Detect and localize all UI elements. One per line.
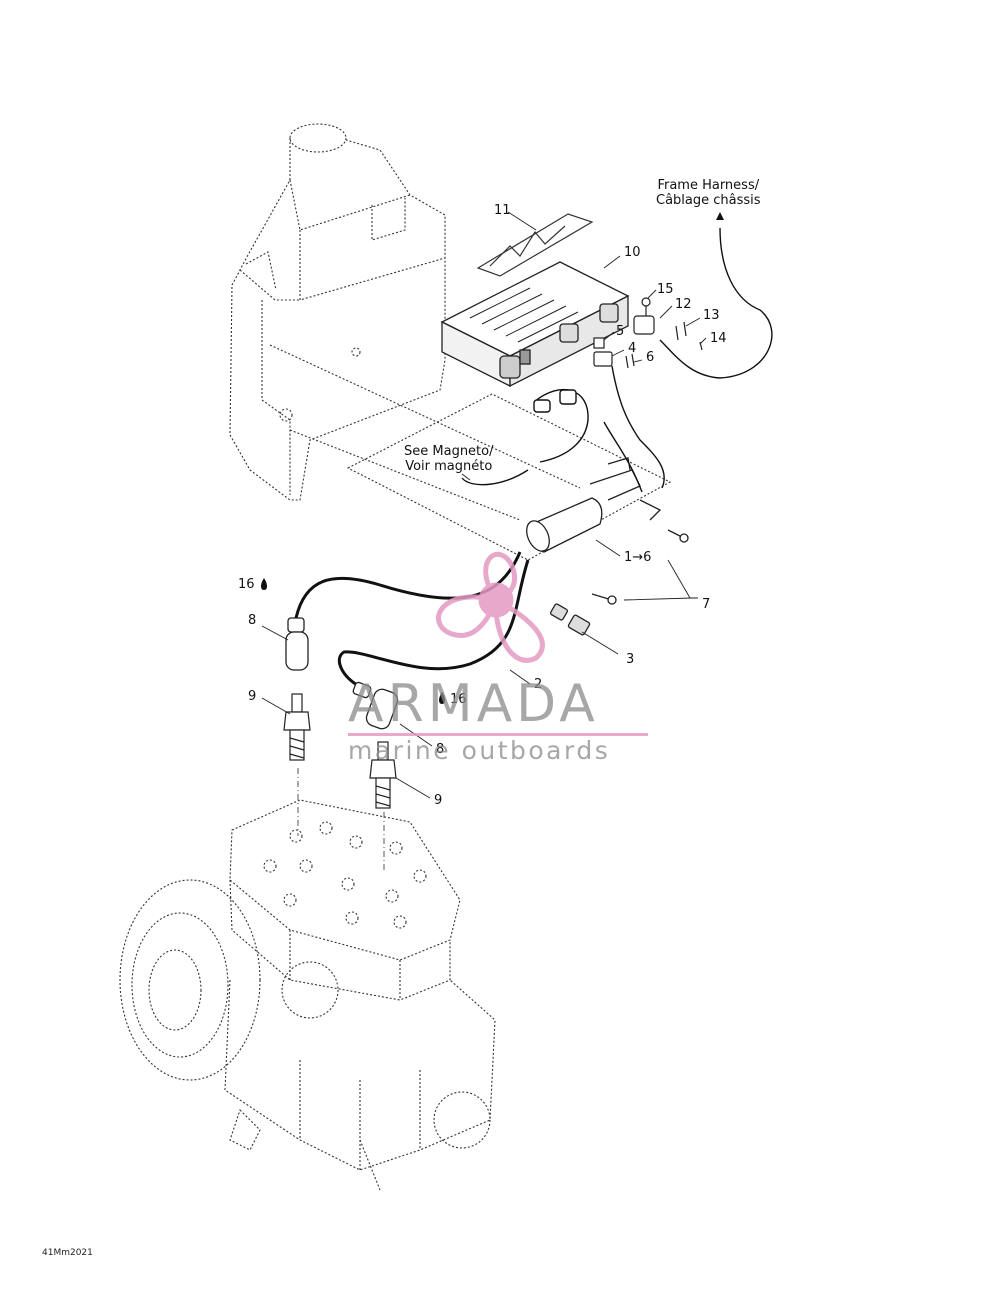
- callout-11: 11: [494, 203, 511, 218]
- oil-drop-icon: [261, 578, 445, 704]
- callout-8-lower: 8: [436, 742, 445, 757]
- frame-harness-note: Frame Harness/ Câblage châssis: [656, 178, 761, 208]
- oil-reservoir-tank: [229, 123, 446, 501]
- watermark-name: ARMADA: [348, 674, 599, 734]
- callout-13: 13: [703, 308, 720, 323]
- high-tension-leads: [294, 551, 530, 690]
- watermark-divider: [348, 733, 648, 736]
- callout-2: 2: [534, 677, 543, 692]
- callout-7: 7: [702, 597, 711, 612]
- frame-harness-fr: Câblage châssis: [656, 193, 761, 208]
- ignition-coil: [526, 457, 689, 605]
- leader-lines: [261, 211, 707, 799]
- magneto-note: See Magneto/ Voir magnéto: [404, 444, 493, 474]
- callout-8-upper: 8: [248, 613, 257, 628]
- callout-14: 14: [710, 331, 727, 346]
- callout-5: 5: [616, 324, 625, 339]
- callout-9-upper: 9: [248, 689, 257, 704]
- connector-part-3: [550, 603, 591, 636]
- drawing-code: 41Mm2021: [42, 1248, 93, 1258]
- propeller-logo-watermark: [436, 551, 545, 663]
- callout-16-upper: 16: [238, 577, 255, 592]
- arrow-icon: [716, 212, 724, 220]
- callout-9-lower: 9: [434, 793, 443, 808]
- callout-6: 6: [646, 350, 655, 365]
- assembly-lines: [297, 768, 385, 870]
- electrical-box-part-10: [440, 261, 630, 388]
- frame-harness-en: Frame Harness/: [657, 178, 760, 193]
- mounting-plate: [346, 393, 672, 561]
- magneto-fr: Voir magnéto: [405, 459, 493, 474]
- spark-plugs: [283, 693, 397, 809]
- small-connectors: [593, 297, 703, 369]
- decal-part-11: [476, 213, 594, 277]
- callout-12: 12: [675, 297, 692, 312]
- callout-16-lower: 16: [450, 692, 467, 707]
- wiring-harness: [461, 227, 773, 493]
- engine-block: [119, 799, 496, 1191]
- watermark-tagline: marine outboards: [348, 736, 611, 765]
- callout-3: 3: [626, 652, 635, 667]
- callout-10: 10: [624, 245, 641, 260]
- callout-15: 15: [657, 282, 674, 297]
- callout-4: 4: [628, 341, 637, 356]
- callout-1-to-6: 1→6: [624, 550, 652, 565]
- spark-plug-caps: [285, 617, 399, 730]
- magneto-en: See Magneto/: [404, 444, 494, 459]
